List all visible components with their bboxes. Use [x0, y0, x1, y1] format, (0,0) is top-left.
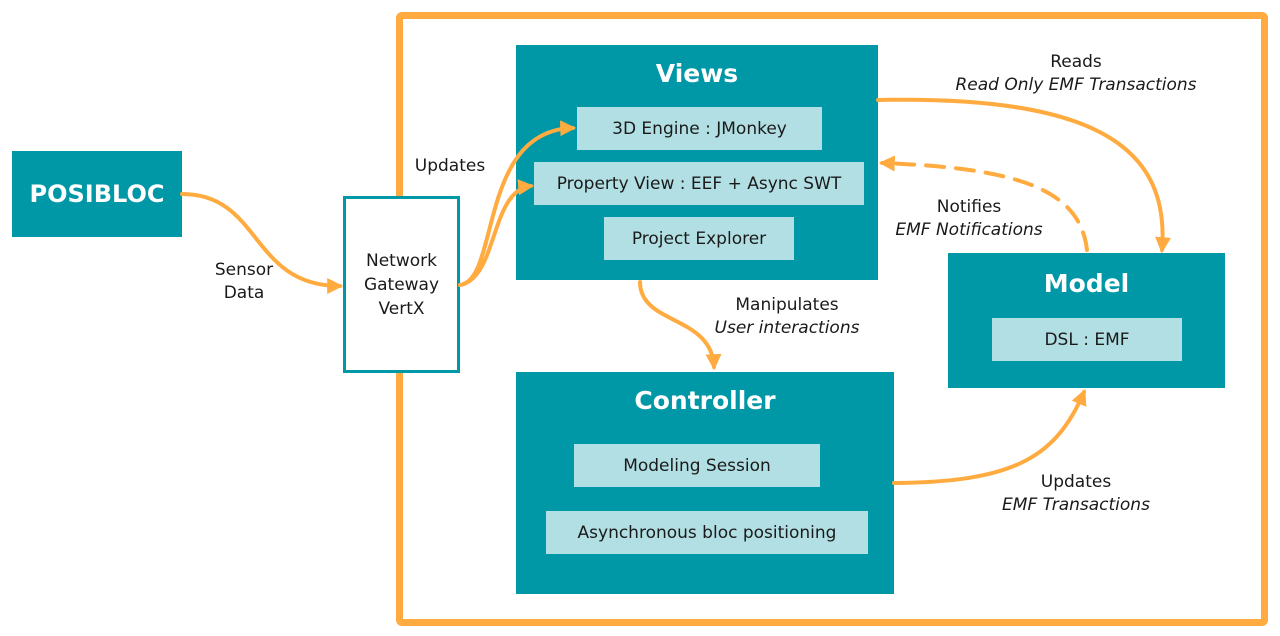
- manipulates-title: Manipulates: [735, 295, 839, 315]
- model-item-dsl-emf[interactable]: DSL : EMF: [992, 318, 1182, 361]
- controller-item-async-bloc[interactable]: Asynchronous bloc positioning: [546, 511, 868, 554]
- manipulates-sub: User interactions: [714, 318, 860, 338]
- controller-node[interactable]: Controller Modeling Session Asynchronous…: [516, 372, 894, 594]
- gateway-line-1: Network: [366, 250, 437, 271]
- updates-model-sub: EMF Transactions: [1002, 495, 1150, 515]
- controller-item-modeling-session[interactable]: Modeling Session: [574, 444, 820, 487]
- arrow-reads: [876, 97, 1171, 254]
- views-item-3d-engine[interactable]: 3D Engine : JMonkey: [577, 107, 822, 150]
- posibloc-label: POSIBLOC: [29, 180, 165, 208]
- notifies-title: Notifies: [936, 197, 1002, 217]
- model-node[interactable]: Model DSL : EMF: [948, 253, 1225, 388]
- views-title: Views: [655, 59, 739, 88]
- arrow-notifies: [878, 155, 1089, 252]
- arrow-updates-model: [892, 389, 1087, 485]
- network-gateway-node[interactable]: Network Gateway VertX: [343, 196, 460, 373]
- arrow-updates-3d-engine: [458, 120, 577, 287]
- updates-model-title: Updates: [1040, 472, 1112, 492]
- model-title: Model: [1043, 269, 1130, 298]
- gateway-line-2: Gateway: [363, 274, 440, 295]
- notifies-sub: EMF Notifications: [895, 220, 1043, 240]
- gateway-line-3: VertX: [378, 298, 425, 319]
- views-item-property-view[interactable]: Property View : EEF + Async SWT: [534, 162, 864, 205]
- views-node[interactable]: Views 3D Engine : JMonkey Property View …: [516, 45, 878, 280]
- sensor-data-label: Sensor Data: [196, 259, 292, 305]
- sensor-data-line-1: Sensor: [214, 260, 274, 280]
- manipulates-label: Manipulates User interactions: [698, 294, 876, 340]
- sensor-data-line-2: Data: [223, 283, 265, 303]
- arrow-manipulates: [638, 280, 722, 371]
- notifies-label: Notifies EMF Notifications: [880, 196, 1058, 242]
- arrow-updates-property-view: [458, 179, 535, 287]
- reads-title: Reads: [1050, 52, 1102, 72]
- views-item-project-explorer[interactable]: Project Explorer: [604, 217, 794, 260]
- controller-title: Controller: [634, 386, 776, 415]
- posibloc-node[interactable]: POSIBLOC: [12, 151, 182, 237]
- updates-model-label: Updates EMF Transactions: [990, 471, 1162, 517]
- updates-views-label: Updates: [414, 156, 486, 176]
- reads-label: Reads Read Only EMF Transactions: [940, 51, 1212, 97]
- arrow-sensor-data: [180, 192, 344, 294]
- reads-sub: Read Only EMF Transactions: [955, 75, 1197, 95]
